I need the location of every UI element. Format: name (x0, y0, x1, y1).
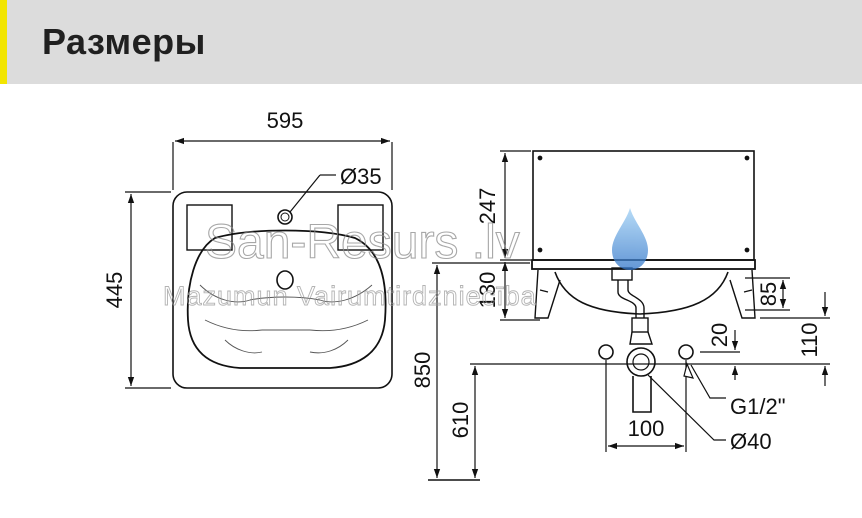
basin-outline (172, 191, 393, 389)
drain-hole (276, 270, 294, 290)
dim-height-basin-label: 130 (475, 272, 500, 309)
header-bar: Размеры (0, 0, 862, 84)
bracket-left (534, 269, 561, 319)
drain-pipe (617, 280, 637, 318)
page-title: Размеры (42, 21, 206, 62)
dim-install-height-label: 850 (410, 352, 435, 389)
side-view (531, 150, 756, 413)
header-accent (0, 0, 7, 84)
dim-spacing-label: 100 (628, 416, 665, 441)
siphon-neck (629, 331, 653, 345)
siphon-body (626, 347, 656, 377)
dim-height-top-label: 247 (475, 188, 500, 225)
basin-corner-left (186, 204, 233, 251)
basin-bowl (554, 271, 729, 315)
watermark-main-text: San-Resurs .lv (205, 216, 520, 269)
watermark-sub-text: Mazumun Vairumtirdzniecība (163, 281, 537, 311)
dim-thread-label: G1/2" (730, 394, 786, 419)
dim-width-label: 595 (267, 108, 304, 133)
bowl-outline (186, 229, 387, 369)
water-drop-logo (612, 208, 648, 270)
watermark: San-Resurs .lv Mazumun Vairumtirdzniecīb… (163, 208, 648, 311)
dim-drain-height-label: 610 (448, 402, 473, 439)
tap-hole-circle (277, 209, 293, 225)
dim-depth (125, 191, 171, 389)
siphon-outlet (632, 376, 652, 413)
dim-width (172, 137, 393, 190)
bracket-right (729, 269, 756, 319)
dim-tap-hole-label: Ø35 (340, 164, 382, 189)
dim-drain-diameter-label: Ø40 (730, 429, 772, 454)
dim-side-lines (428, 150, 830, 481)
supply-right (678, 344, 694, 360)
dim-basin-depth-label: 85 (756, 282, 781, 306)
top-view (172, 174, 393, 389)
supply-left (598, 344, 614, 360)
dim-pipe-offset-label: 20 (707, 323, 732, 347)
dim-siphon-offset-label: 110 (797, 322, 822, 357)
basin-corner-right (337, 204, 384, 251)
dim-depth-label: 445 (102, 272, 127, 309)
